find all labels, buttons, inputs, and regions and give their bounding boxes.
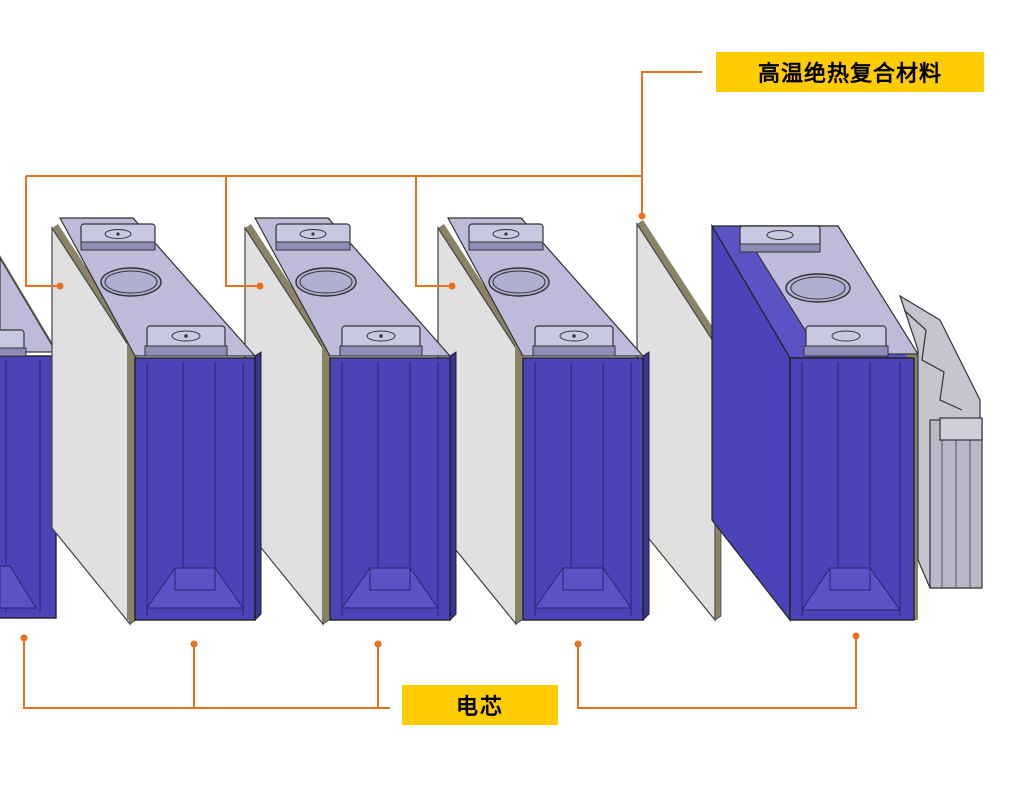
battery-cell-4: [710, 223, 920, 622]
cell-leader-dots: [20, 632, 860, 648]
insulation-leader-dots: [56, 212, 646, 290]
insulation-leader-lines: [25, 71, 702, 287]
cell-label: 电芯: [402, 685, 558, 725]
cell-leader-lines: [23, 636, 857, 709]
insulation-material-label: 高温绝热复合材料: [716, 52, 984, 92]
insulation-sheet-4: [636, 219, 722, 621]
end-plate: [898, 294, 983, 589]
battery-cell-partial: [0, 255, 58, 619]
